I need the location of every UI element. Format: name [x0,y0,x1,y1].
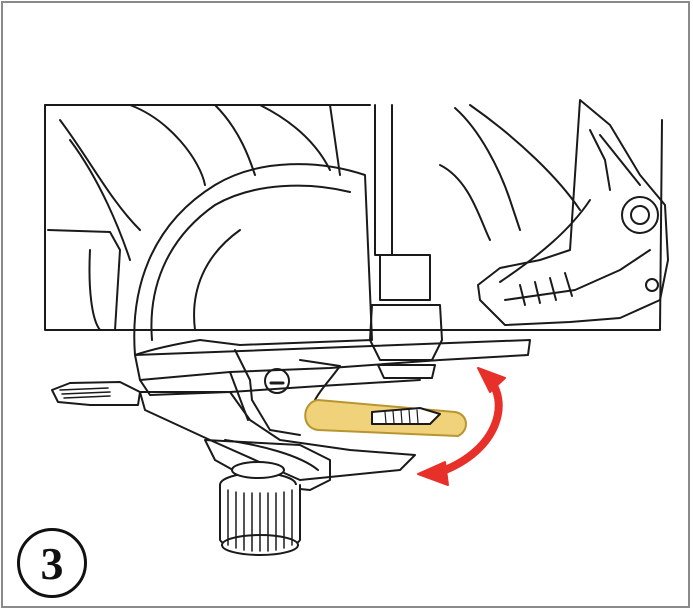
step-number-badge: 3 [17,528,87,598]
lower-bracket [204,439,331,491]
left-paddle [51,381,141,406]
base-plate [129,119,663,396]
lock-slot[interactable] [264,368,290,394]
mechanism-housing [133,163,373,356]
curved-double-arrow-icon [417,367,506,486]
tilt-mechanism [477,99,669,326]
gas-lift-column [369,104,443,379]
height-lever[interactable] [304,399,467,437]
seat-shell [44,104,581,331]
lower-body [139,349,416,481]
tension-knob[interactable] [219,461,301,556]
